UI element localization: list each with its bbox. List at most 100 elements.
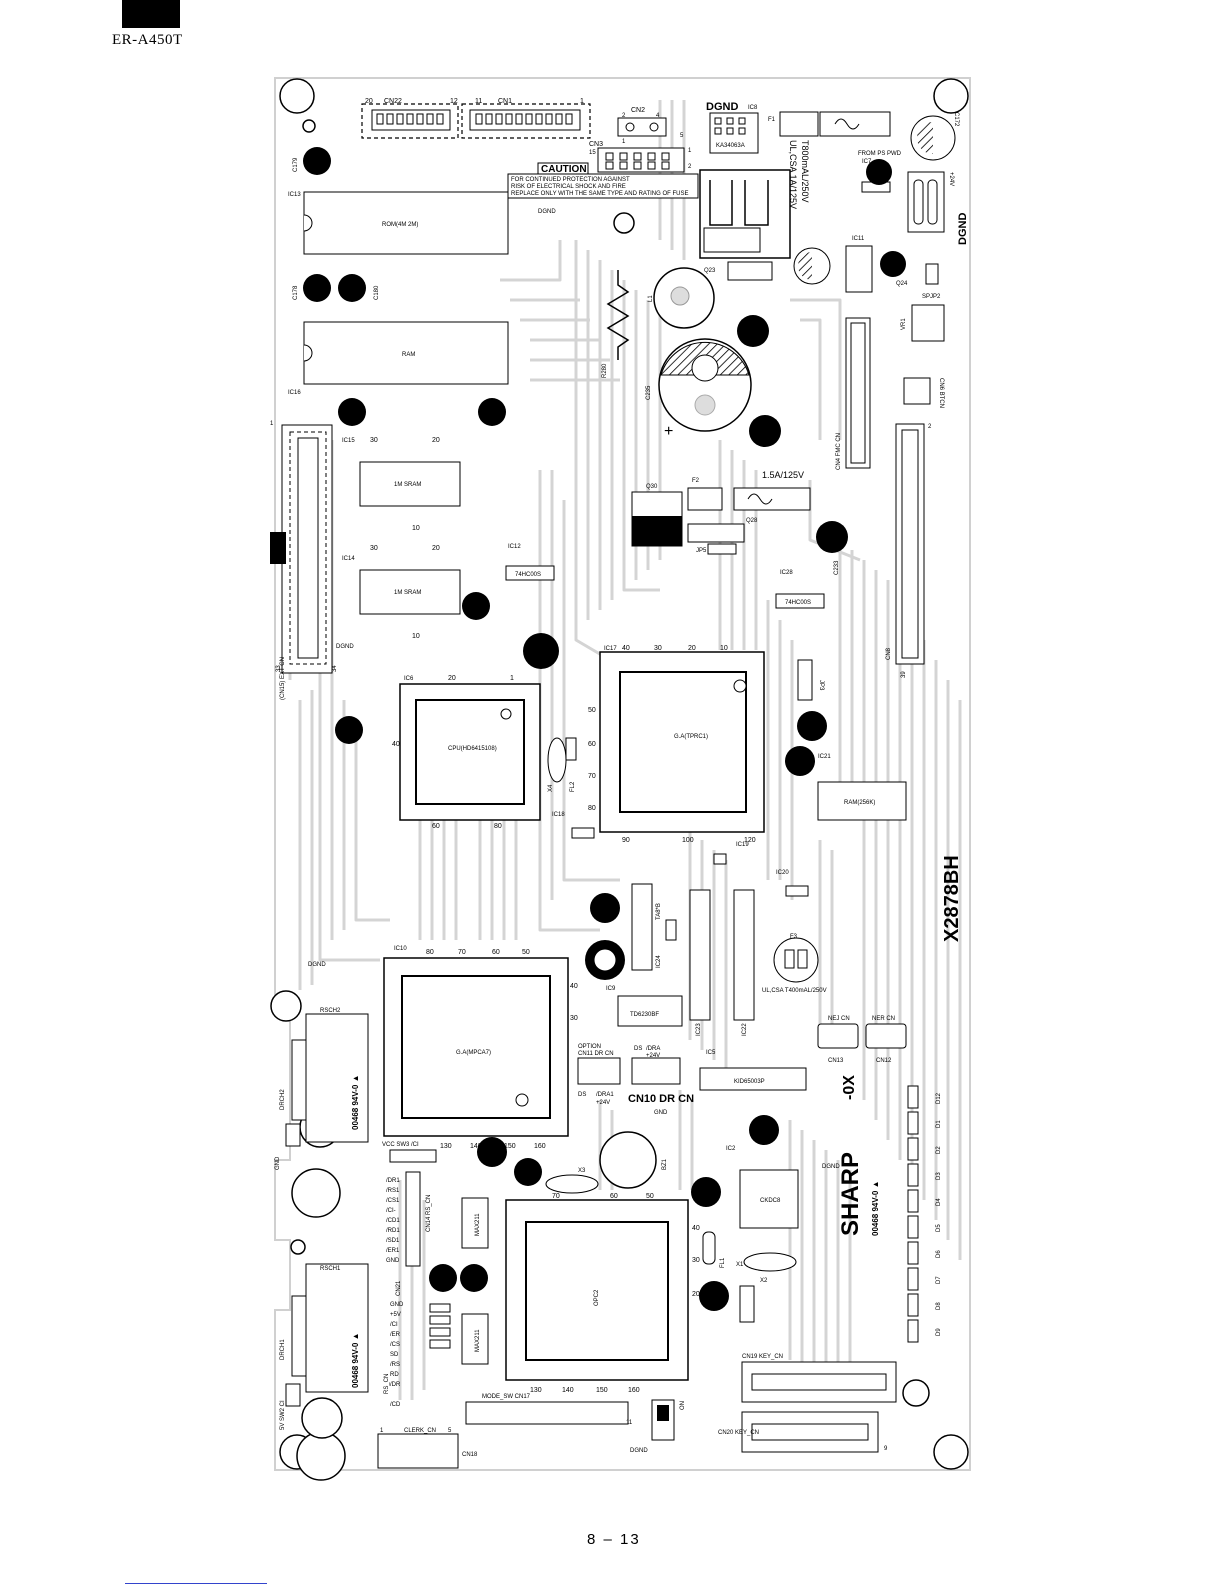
pad-label: D7 <box>936 1276 942 1284</box>
q23-label: Q23 <box>704 268 716 274</box>
transistor-q30 <box>631 491 683 547</box>
pin-name: GND <box>390 1302 404 1308</box>
cn8-connector: CN8 2 39 <box>886 423 932 678</box>
pin-label: 100 <box>682 837 694 844</box>
capacitor-c182 <box>462 592 490 620</box>
ckdc-label: CKDC8 <box>760 1198 781 1204</box>
pin-label: 11 <box>475 98 482 105</box>
cn2-label: CN2 <box>631 107 645 114</box>
ic10-gate-array-mpca: G.A(MPCA7) IC10 80 70 60 50 40 30 130 14… <box>383 946 578 1150</box>
drch1-label: DRCH1 <box>280 1339 286 1360</box>
cn17-mode-switch-connector: MODE_SW CN17 11 <box>465 1394 633 1426</box>
cn18-label: CN18 <box>462 1452 478 1458</box>
ic5-label: IC5 <box>706 1050 716 1056</box>
x4-label: X4 <box>548 784 554 792</box>
plus24v-label: +24V <box>596 1100 610 1106</box>
on-label: ON <box>680 1401 686 1410</box>
pin-label: 20 <box>432 545 440 552</box>
c235-label: C235 <box>646 385 652 400</box>
pin-label: 1 <box>622 139 626 145</box>
ic9-label: IC9 <box>606 986 616 992</box>
cn17-label: MODE_SW CN17 <box>482 1394 531 1400</box>
cpu-label: CPU(HD6415108) <box>448 746 497 752</box>
pin-label: 160 <box>628 1387 640 1394</box>
jp5-label: JP5 <box>696 548 707 554</box>
ic15-label: IC15 <box>342 438 355 444</box>
pin-label: 1 <box>270 421 274 427</box>
cert-mark: 00468 94V-0 ▲ <box>351 1074 360 1130</box>
ic23-label: IC23 <box>696 1023 702 1036</box>
caution-line-1: FOR CONTINUED PROTECTION AGAINST <box>511 177 630 183</box>
cn6-label: CN6 BTCN <box>938 378 944 408</box>
ic31-max211: MAX211 <box>461 1197 489 1249</box>
ic1-opc: OPC2 70 60 50 40 30 20 130 140 150 160 <box>505 1193 700 1394</box>
pin-label: 12 <box>450 98 458 105</box>
caution-line-2: RISK OF ELECTRICAL SHOCK AND FIRE <box>511 184 626 190</box>
capacitor-c81 <box>749 415 781 447</box>
q30-label: Q30 <box>646 484 658 490</box>
pad-label: D6 <box>936 1250 942 1258</box>
pin-label: 80 <box>588 805 596 812</box>
dgnd-label: DGND <box>822 1164 840 1170</box>
ic15-sram: 1M SRAM IC15 30 20 10 <box>342 437 461 532</box>
pin-label: 20 <box>692 1291 700 1298</box>
ic18-label: IC18 <box>552 812 565 818</box>
fuse3-rating: 1.5A/125V <box>762 470 804 480</box>
rsch2-connector: RSCH2 DRCH2 GND 00468 94V-0 ▲ <box>275 1008 369 1170</box>
cn13-label: CN13 <box>828 1058 844 1064</box>
hc00-label: 74HC00S <box>515 572 541 578</box>
ic10-label: IC10 <box>394 946 407 952</box>
capacitor-c231 <box>797 711 827 741</box>
pin-name: /CD1 <box>386 1218 400 1224</box>
drch2-label: DRCH2 <box>280 1089 286 1110</box>
capacitor-c172 <box>880 251 906 277</box>
cn6-btcn-connector <box>903 377 931 405</box>
pin-name: /ER1 <box>386 1248 400 1254</box>
rom-label: ROM(4M 2M) <box>382 222 418 228</box>
pin-label: 4 <box>656 113 660 119</box>
pad-label: D9 <box>936 1328 942 1336</box>
polarity-plus: + <box>664 423 673 440</box>
pin-name: /DR <box>390 1382 401 1388</box>
ic17-label: IC17 <box>604 646 617 652</box>
x2-label: X2 <box>760 1278 768 1284</box>
rsch1-connector: RSCH1 DRCH1 5V SW2 CI 00468 94V-0 ▲ <box>280 1263 369 1430</box>
pin-label: 1 <box>510 675 514 682</box>
from-ps-label: FROM PS PWD <box>858 151 902 157</box>
q28-transistor <box>687 523 745 543</box>
pin-name: /SD1 <box>386 1238 400 1244</box>
pin-name: /RS1 <box>386 1188 400 1194</box>
pin-name: /DR1 <box>386 1178 400 1184</box>
x1-label: X1 <box>736 1262 744 1268</box>
ic19-chip <box>713 853 727 865</box>
cn1-label: CN1 <box>498 98 512 105</box>
pin-label: 70 <box>458 949 466 956</box>
spjp2-jumper <box>925 263 939 285</box>
cn14-label: CN14 RS_CN <box>426 1195 432 1232</box>
cn11-label: CN11 DR CN <box>578 1051 614 1057</box>
max211-label: MAX211 <box>475 1213 481 1236</box>
pin-name: RD <box>390 1372 399 1378</box>
rsch1-label: RSCH1 <box>320 1266 341 1272</box>
f3-label: F3 <box>790 934 798 940</box>
ic6-label: IC6 <box>404 676 414 682</box>
pad-label: D5 <box>936 1224 942 1232</box>
pin-label: 30 <box>570 1015 578 1022</box>
dgnd-label: DGND <box>957 213 969 245</box>
kid65003-label: KID65003P <box>734 1079 765 1085</box>
fuse4-rating: UL,CSA T400mAL/250V <box>762 988 827 994</box>
caution-title: CAUTION <box>541 164 587 175</box>
ic2-ckdc: CKDC8 IC2 <box>726 1146 799 1229</box>
cn19-label: CN19 KEY_CN <box>742 1354 783 1360</box>
r280-label: R280 <box>602 363 608 378</box>
cert-mark: 00468 94V-0 ▲ <box>351 1332 360 1388</box>
pin-name: /CD <box>390 1402 401 1408</box>
cn19-key-connector: CN19 KEY_CN <box>741 1354 897 1403</box>
pad-label: D4 <box>936 1198 942 1206</box>
ga-tprc-label: G.A(TPRC1) <box>674 734 708 740</box>
board-id: X2878BH <box>941 855 963 942</box>
pin-label: 70 <box>588 773 596 780</box>
pin-name: SD <box>390 1352 399 1358</box>
capacitor-c179 <box>303 147 331 175</box>
ic21-ram256k: RAM(256K) <box>817 781 907 821</box>
